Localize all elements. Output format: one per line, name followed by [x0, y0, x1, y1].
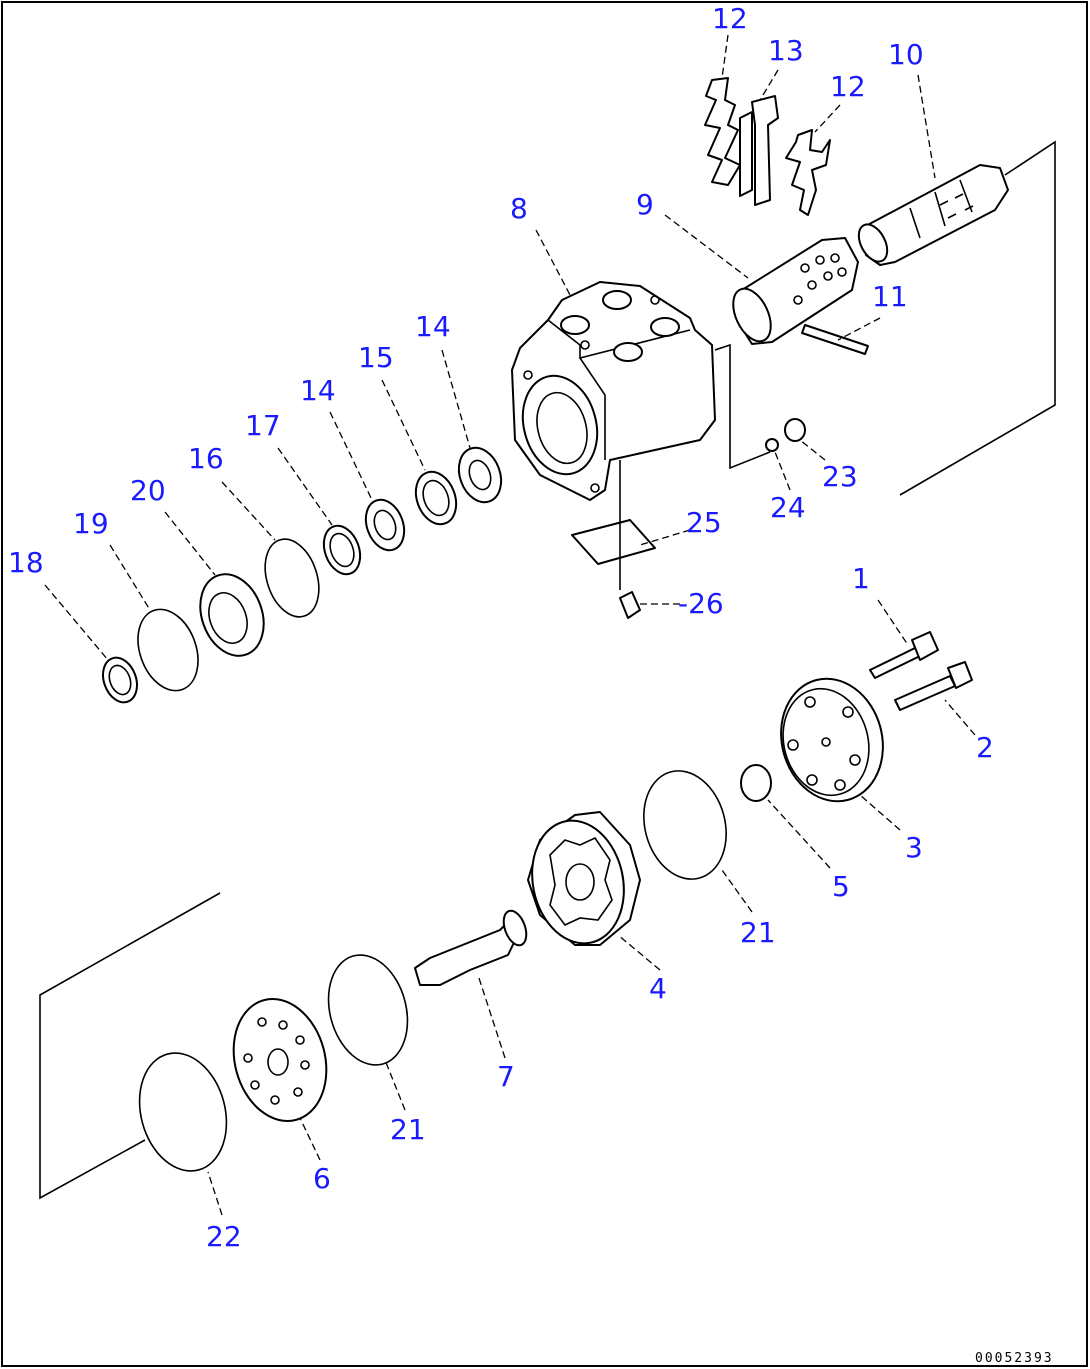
part-14-washer-a — [457, 446, 503, 504]
part-21-o-ring-lower — [327, 954, 409, 1066]
part-14-washer-b — [364, 498, 406, 552]
callout-labels: 12 13 12 10 8 9 11 14 15 14 17 16 20 19 … — [8, 2, 994, 1253]
callout-3: 3 — [905, 831, 923, 864]
callout-12: 12 — [830, 70, 866, 103]
callout-12: 12 — [712, 2, 748, 35]
part-2-bolt — [894, 661, 973, 711]
callout-6: 6 — [313, 1162, 331, 1195]
part-16-o-ring — [264, 538, 320, 618]
callout-4: 4 — [649, 972, 667, 1005]
callout-22: 22 — [206, 1220, 242, 1253]
part-25-plate — [571, 460, 656, 590]
part-17-ring — [322, 524, 362, 576]
callout-15: 15 — [358, 341, 394, 374]
callout-23: 23 — [822, 460, 858, 493]
part-21-o-ring-upper — [643, 770, 727, 880]
part-12-spring-right — [785, 129, 831, 216]
leader-lines — [44, 34, 976, 1216]
part-15-retaining-ring — [414, 470, 458, 526]
part-4-gerotor — [527, 811, 641, 946]
assembly-bracket-upper — [714, 140, 1056, 496]
callout-7: 7 — [497, 1060, 515, 1093]
callout-13: 13 — [768, 34, 804, 67]
callout-14: 14 — [300, 374, 336, 407]
part-11-pin — [801, 324, 869, 355]
callout-20: 20 — [130, 474, 166, 507]
part-9-sleeve — [732, 237, 859, 345]
drawing-number: 00052393 — [975, 1351, 1054, 1366]
callout-11: 11 — [872, 280, 908, 313]
callout-18: 18 — [8, 546, 44, 579]
callout-5: 5 — [832, 870, 850, 903]
part-6-plate — [232, 997, 328, 1123]
callout-2: 2 — [976, 731, 994, 764]
part-3-end-cap — [780, 677, 884, 803]
callout-21: 21 — [390, 1113, 426, 1146]
callout-16: 16 — [188, 442, 224, 475]
callout-14: 14 — [415, 310, 451, 343]
part-13-plate-spring — [739, 95, 779, 206]
part-10-spool — [857, 164, 1009, 266]
part-23-plug — [784, 418, 806, 442]
part-18-snap-ring — [102, 656, 138, 704]
callout-24: 24 — [770, 491, 806, 524]
callout-21: 21 — [740, 916, 776, 949]
part-1-bolt — [869, 631, 939, 679]
callout-25: 25 — [686, 506, 722, 539]
part-5-cap — [740, 764, 772, 802]
part-26-screw — [619, 591, 641, 619]
callout-9: 9 — [636, 188, 654, 221]
callout-1: 1 — [852, 562, 870, 595]
part-22-o-ring — [138, 1052, 228, 1172]
callout-26: -26 — [678, 587, 724, 620]
callout-8: 8 — [510, 192, 528, 225]
part-7-drive-shaft — [414, 909, 528, 986]
callout-19: 19 — [73, 507, 109, 540]
callout-10: 10 — [888, 38, 924, 71]
part-8-housing — [511, 281, 716, 501]
part-20-oil-seal — [199, 573, 265, 657]
part-24-ball — [765, 438, 779, 452]
callout-17: 17 — [245, 409, 281, 442]
assembly-bracket-lower — [39, 892, 221, 1200]
part-19-o-ring — [137, 608, 199, 692]
part-12-spring-left — [704, 77, 741, 186]
